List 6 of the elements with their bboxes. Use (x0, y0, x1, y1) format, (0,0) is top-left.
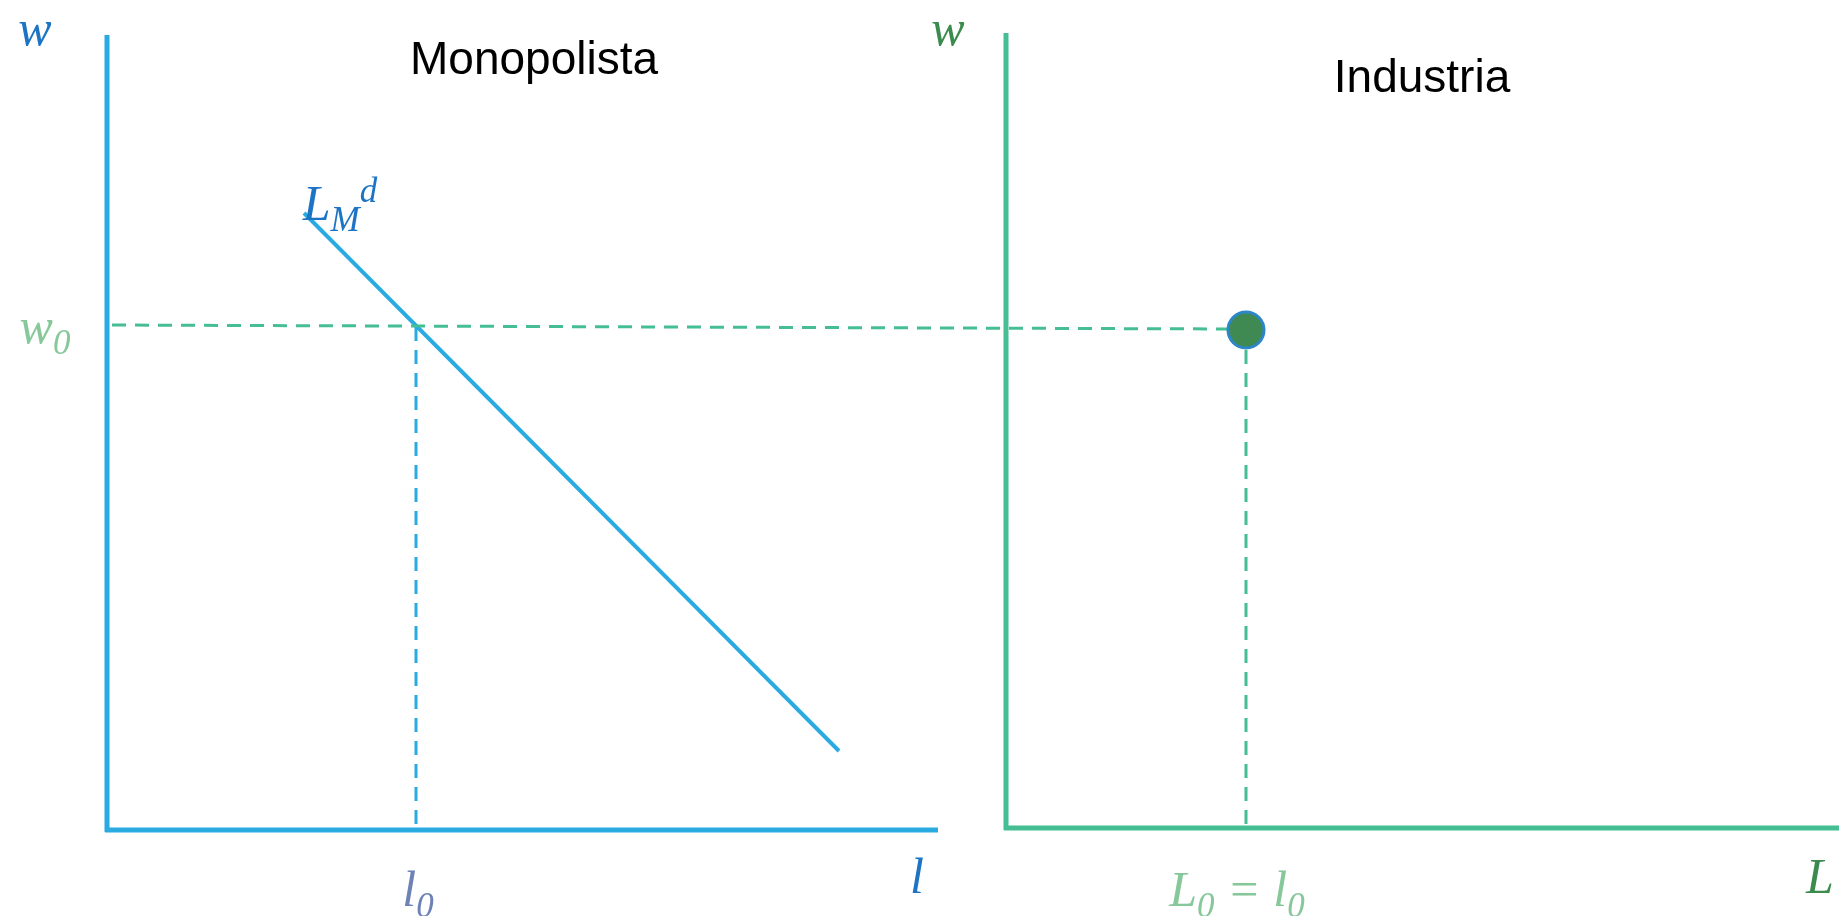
axis-label: l (910, 851, 924, 901)
panel-title: Industria (1333, 53, 1511, 99)
axis-label: L (1806, 851, 1834, 901)
axis-label: w (931, 3, 965, 53)
axis-label: w (18, 3, 52, 53)
axis-label: w$_{0}$ (19, 300, 71, 360)
